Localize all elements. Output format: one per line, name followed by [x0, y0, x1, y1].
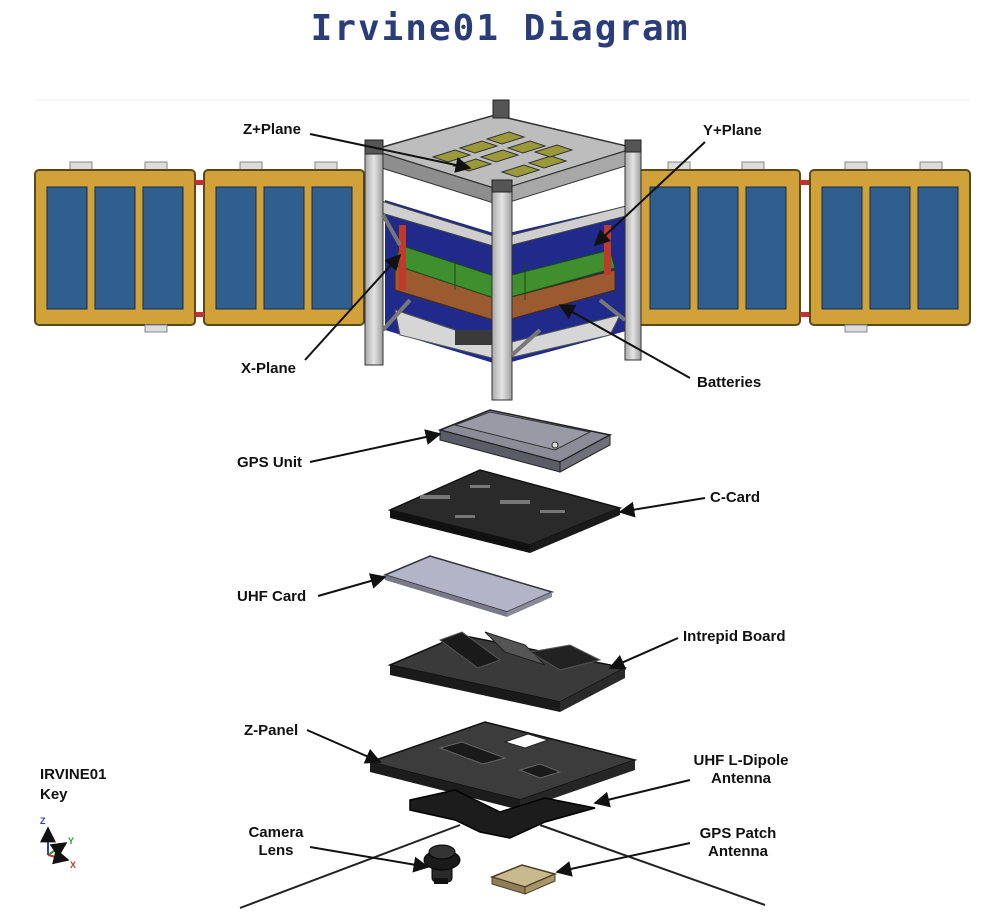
arrow-intrepid-board — [608, 637, 679, 670]
label-camera-line2: Lens — [258, 842, 294, 859]
axis-y-label: Y — [68, 836, 75, 846]
arrow-z-panel — [306, 729, 382, 764]
label-gps-patch: GPS Patch Antenna — [688, 825, 788, 861]
camera-lens — [423, 844, 461, 884]
label-gps-patch-line2: Antenna — [708, 843, 768, 860]
axis-key-icon — [40, 826, 70, 865]
solar-panel-right-outer — [809, 161, 971, 333]
gps-unit — [437, 409, 613, 473]
label-uhf-dipole-line2: Antenna — [711, 770, 771, 787]
label-z-panel: Z-Panel — [244, 722, 299, 739]
solar-panel-left-inner — [195, 161, 365, 326]
arrow-z-plane — [309, 133, 472, 173]
cubesat-frame — [364, 99, 642, 401]
arrow-gps-unit — [309, 429, 442, 463]
label-x-plane: X-Plane — [241, 360, 297, 377]
label-z-plane: Z+Plane — [243, 121, 301, 138]
label-camera-lens: Camera Lens — [236, 824, 316, 860]
arrow-c-card — [618, 497, 706, 518]
gps-patch-antenna — [489, 864, 558, 895]
arrow-x-plane — [304, 253, 402, 361]
axis-x-label: X — [70, 860, 77, 870]
leader-arrows — [304, 133, 706, 877]
label-c-card: C-Card — [710, 489, 761, 506]
axis-z-label: Z — [40, 816, 46, 826]
intrepid-board — [387, 631, 628, 712]
label-gps-patch-line1: GPS Patch — [699, 825, 777, 842]
arrow-y-plane — [593, 141, 706, 247]
label-batteries: Batteries — [697, 374, 762, 391]
uhf-dipole-antenna — [239, 789, 766, 909]
c-card — [387, 469, 623, 553]
key-title-line1: IRVINE01 — [40, 766, 107, 783]
solar-panel-left-outer — [34, 161, 196, 333]
label-y-plane: Y+Plane — [703, 122, 762, 139]
arrow-gps-patch — [555, 842, 691, 877]
label-uhf-dipole-line1: UHF L-Dipole — [693, 752, 789, 769]
label-camera-line1: Camera — [248, 824, 304, 841]
arrow-uhf-card — [317, 573, 387, 597]
uhf-card — [382, 555, 555, 617]
arrow-camera-lens — [309, 846, 430, 873]
solar-panel-right-inner — [637, 161, 810, 326]
label-uhf-dipole: UHF L-Dipole Antenna — [686, 752, 796, 788]
label-intrepid-board: Intrepid Board — [683, 628, 786, 645]
label-uhf-card: UHF Card — [237, 588, 307, 605]
label-gps-unit: GPS Unit — [237, 454, 303, 471]
diagram-title: Irvine01 Diagram — [310, 8, 690, 49]
key-title-line2: Key — [40, 786, 68, 803]
arrow-batteries — [558, 304, 691, 379]
z-panel — [367, 721, 638, 810]
key-title: IRVINE01 Key — [40, 765, 106, 805]
arrow-uhf-dipole — [593, 779, 691, 808]
